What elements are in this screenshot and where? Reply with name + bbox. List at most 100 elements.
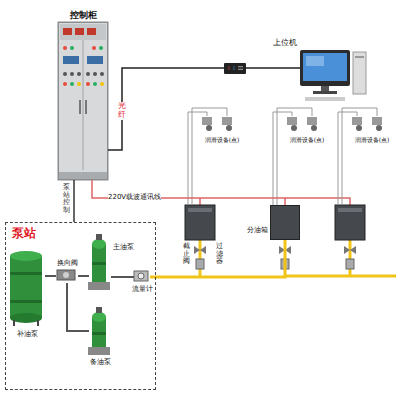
lubrication-device [307,117,317,125]
host-computer-drawing [321,86,329,91]
node-label: 流量计 [132,285,153,293]
control-cabinet-drawing [70,82,74,86]
control-cabinet-drawing [60,24,106,40]
lubrication-device [202,117,382,131]
refill-pump: 补油泵 [9,249,45,328]
control-cabinet-drawing [63,82,67,86]
control-cabinet-drawing [83,40,84,170]
control-cabinet-drawing [63,56,79,64]
control-cabinet-drawing [63,28,72,35]
control-cabinet-drawing [100,72,104,76]
host-computer-drawing [306,56,324,66]
distribution-box [338,208,362,212]
control-cabinet-drawing [63,46,67,50]
control-cabinet-drawing [92,46,96,50]
connector [45,275,56,277]
oil-pipe [200,240,396,276]
main-pump [92,239,106,249]
control-cabinet-drawing [58,22,108,180]
shutoff-valve [194,246,206,254]
lubrication-device [356,125,362,131]
lubrication-line [338,108,377,205]
lubrication-device [206,125,212,131]
refill-pump-tank [37,320,39,326]
host-computer-drawing [303,53,347,81]
lubrication-line [188,108,377,205]
lubrication-device [291,125,297,131]
connector [111,276,134,278]
connector [150,240,285,277]
lubrication-line [273,108,312,205]
lubrication-device [202,117,212,125]
pump-station: 泵站补油泵换向阀主油泵备油泵流量计 [5,222,156,390]
backup-pump [88,307,110,355]
control-cabinet-drawing [77,72,81,76]
node-label: 补油泵 [17,330,38,338]
connector [78,275,89,277]
device-label: 润滑设备(点) [355,137,390,144]
control-cabinet-drawing [58,172,108,180]
control-cabinet-drawing [70,72,74,76]
refill-pump-tank [10,300,42,303]
carrier-line [200,198,350,205]
control-cabinet-drawing [70,46,74,50]
connector [67,283,89,331]
main-pump [92,262,106,265]
control-cabinet-drawing [100,82,104,86]
host-computer-drawing [313,91,337,94]
connector [73,180,75,222]
device-label: 润滑设备(点) [290,137,325,144]
reversing-valve [63,272,69,278]
control-cabinet-drawing [86,82,90,86]
control-cabinet-drawing [75,28,84,35]
host-computer-drawing [355,56,364,58]
distribution-box [188,208,212,212]
control-cabinet-drawing [86,72,90,76]
node-label: 主油泵 [113,243,134,251]
connector-label: 220V载波通讯线 [108,193,161,201]
shutoff-valve [344,246,356,254]
backup-pump [88,347,110,355]
reversing-valve: 换向阀 [56,269,78,283]
control-cabinet-drawing [99,46,103,50]
lubrication-device [376,125,382,131]
backup-pump [92,312,106,322]
lubrication-line [188,108,227,205]
control-cabinet-drawing [87,56,103,64]
node-label: 控制柜 [70,10,97,20]
oil-pipe [199,240,202,276]
control-cabinet-drawing [85,100,87,114]
part-label: 过滤器 [216,243,223,266]
connector [92,180,285,205]
refill-pump-tank [10,272,42,275]
lubrication-device [226,125,232,131]
flow-meter: 流量计 [134,271,150,283]
distribution-box [185,205,215,240]
control-cabinet-drawing [93,82,97,86]
lubrication-device [372,117,382,125]
control-cabinet-drawing [79,100,81,114]
control-cabinet-drawing [93,72,97,76]
node-label: 上位机 [273,38,297,47]
connector [108,68,300,150]
oil-pipe [285,275,396,278]
flow-meter [134,271,148,281]
refill-pump-tank [10,251,42,326]
device-label: 润滑设备(点) [205,137,240,144]
refill-pump-tank [13,320,15,326]
reversing-valve [57,270,75,280]
control-cabinet-drawing [87,28,96,35]
oil-pipe [349,240,352,276]
main-pump [88,234,110,290]
host-computer: 上位机 [300,50,350,86]
refill-pump-tank [10,256,42,318]
host-computer-drawing [300,50,350,86]
node-label: 备油泵 [90,358,111,366]
node-label: 换向阀 [57,259,78,267]
refill-pump-tank [10,251,42,261]
distribution-box [335,205,365,240]
lubrication-device [352,117,362,125]
distribution-box [185,205,365,240]
backup-pump [96,307,102,313]
